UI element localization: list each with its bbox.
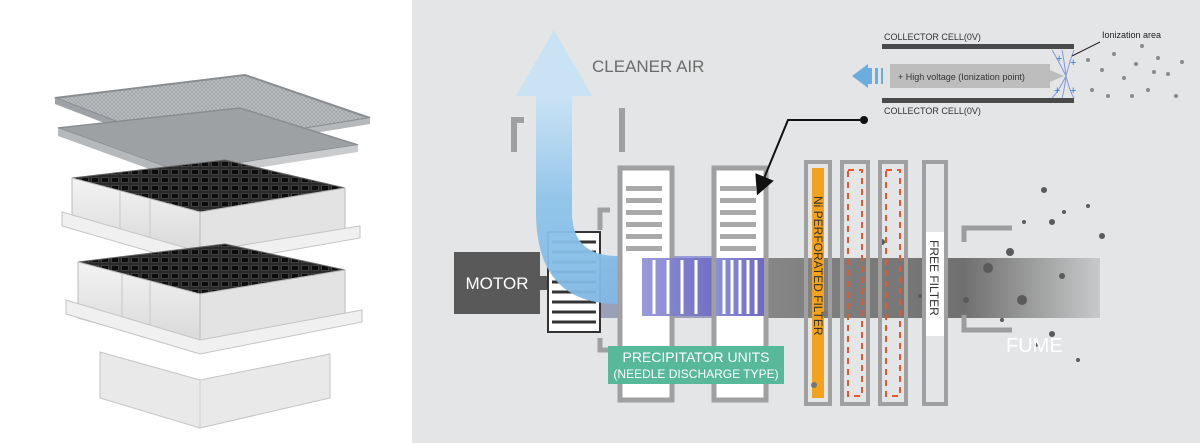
svg-text:+: + [1070,85,1076,97]
ionization-area-label: Ionization area [1102,30,1161,40]
duct-bracket-top [961,225,1012,242]
svg-text:+: + [1056,53,1062,65]
precipitator-label-line1: PRECIPITATOR UNITS [622,349,769,365]
air-cleaner-schematic: FUME MOTOR [412,0,1200,443]
motor-label: MOTOR [466,274,529,293]
free-filter-label: FREE FILTER [927,240,941,316]
free-filter: FREE FILTER [922,160,948,406]
exploded-filter-illustration [54,73,371,429]
precipitator-unit-2 [711,165,769,403]
ionization-pointer [1071,41,1101,57]
lower-collector-block [65,243,363,355]
svg-text:+: + [1070,57,1076,69]
dashed-filter-2 [878,160,908,406]
ni-filter-label: Ni PERFORATED FILTER [811,196,825,336]
filter-assembly-photo [0,0,412,443]
air-outflow-arrow-icon [852,64,883,88]
leader-arrow [755,116,868,196]
fume-particles [879,187,1105,362]
svg-text:+: + [1054,85,1060,97]
precipitator-label-line2: (NEEDLE DISCHARGE TYPE) [613,367,778,381]
schematic-svg: FUME MOTOR [454,30,1184,406]
collector-bottom-label: COLLECTOR CELL(0V) [884,106,981,116]
precipitator-label-box: PRECIPITATOR UNITS (NEEDLE DISCHARGE TYP… [608,346,784,384]
base-tray [99,351,331,429]
ni-perforated-filter: Ni PERFORATED FILTER [804,160,832,406]
dashed-filter-1 [840,160,870,406]
motor: MOTOR [454,252,552,314]
cleaner-air-label: CLEANER AIR [592,57,704,76]
duct-bracket-bottom [961,315,1012,333]
fume-label: FUME [1006,335,1063,357]
fan-housing-left [511,117,524,152]
fan-housing-lower [597,338,610,353]
ionization-inset: COLLECTOR CELL(0V) COLLECTOR CELL(0V) + … [852,30,1184,116]
collector-top-label: COLLECTOR CELL(0V) [884,32,981,42]
fan-housing-upper [597,207,610,230]
high-voltage-label: + High voltage (Ionization point) [898,72,1025,82]
precipitator-unit-1 [617,165,720,403]
